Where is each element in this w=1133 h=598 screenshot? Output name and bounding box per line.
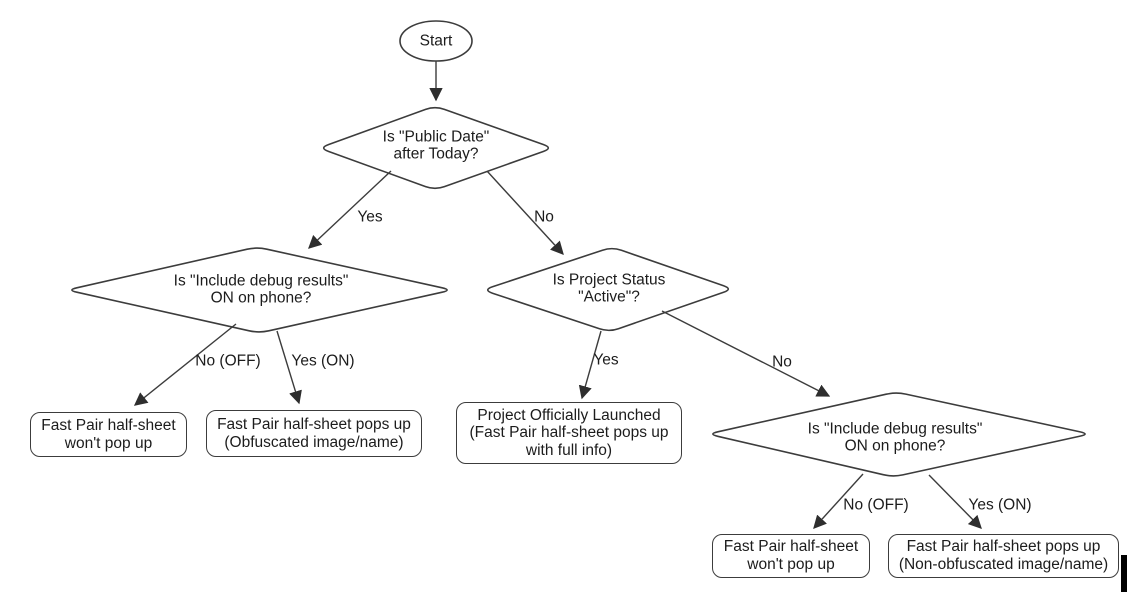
edge-label-debug-left-no: No (OFF): [195, 352, 261, 370]
edge-label-debug-right-no: No (OFF): [843, 496, 909, 514]
outcome-box-no-popup-left: Fast Pair half-sheet won't pop up: [30, 412, 187, 457]
decision-diamond-debug-left: [71, 247, 448, 333]
start-label: Start: [419, 32, 453, 50]
project-status-question-label: Is Project Status "Active"?: [552, 271, 666, 306]
arrow-public-date-yes: [308, 170, 392, 249]
edge-label-debug-right-yes: Yes (ON): [968, 496, 1032, 514]
decision-diamond-project-status: [486, 247, 730, 332]
outcome-box-project-launched: Project Officially Launched (Fast Pair h…: [456, 402, 682, 464]
decision-diamond-debug-right: [712, 392, 1086, 477]
debug-right-question-label: Is "Include debug results" ON on phone?: [807, 420, 983, 455]
edge-label-project-status-yes: Yes: [593, 351, 619, 369]
edge-label-debug-left-yes: Yes (ON): [291, 352, 355, 370]
outcome-box-non-obfuscated-popup: Fast Pair half-sheet pops up (Non-obfusc…: [888, 534, 1119, 578]
debug-left-question-label: Is "Include debug results" ON on phone?: [173, 272, 349, 307]
outcome-box-no-popup-right: Fast Pair half-sheet won't pop up: [712, 534, 870, 578]
arrow-project-status-no: [661, 310, 831, 397]
arrow-project-status-yes: [578, 330, 602, 400]
edge-label-project-status-no: No: [772, 353, 792, 371]
edge-label-public-date-yes: Yes: [357, 208, 383, 226]
decision-diamond-public-date: [322, 106, 550, 190]
arrow-debug-right-yes: [928, 474, 982, 529]
edge-label-public-date-no: No: [534, 208, 554, 226]
arrow-debug-left-no: [133, 323, 237, 406]
arrow-public-date-no: [486, 170, 564, 255]
outcome-box-obfuscated-popup: Fast Pair half-sheet pops up (Obfuscated…: [206, 410, 422, 457]
text-cursor: [1121, 555, 1127, 592]
arrow-debug-right-no: [813, 473, 864, 529]
arrow-debug-left-yes: [276, 330, 302, 405]
public-date-question-label: Is "Public Date" after Today?: [382, 128, 490, 163]
